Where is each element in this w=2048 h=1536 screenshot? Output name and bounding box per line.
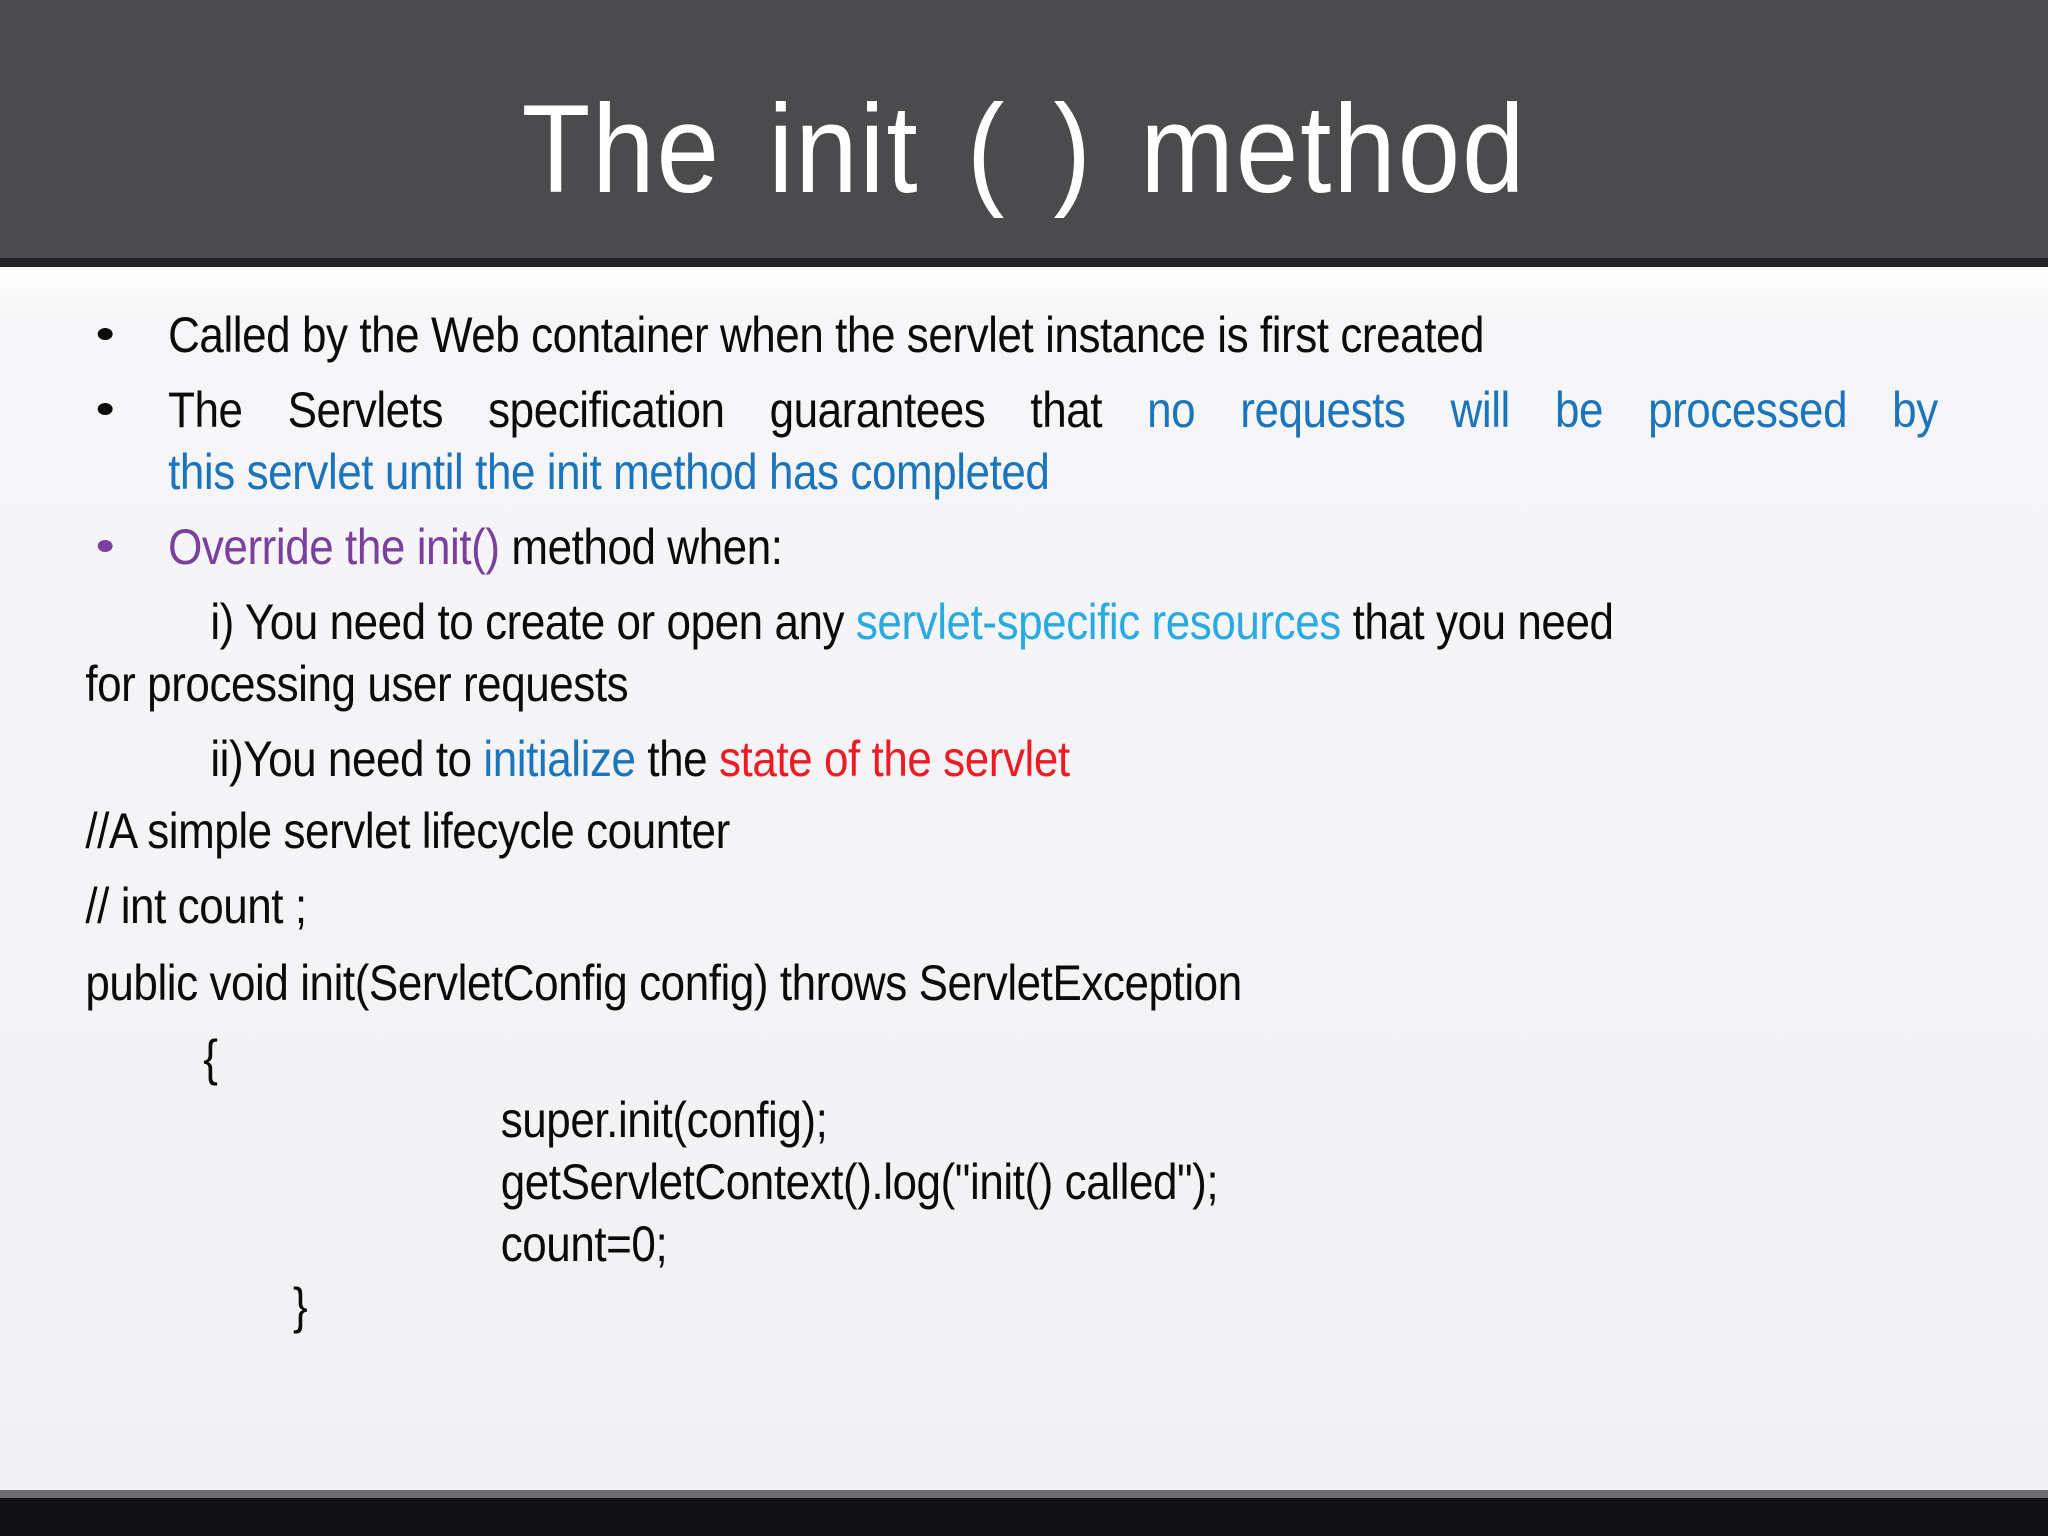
code-line: getServletContext().log("init() called")… [500,1154,1219,1210]
text-run: Called by the Web container when the ser… [168,307,1485,363]
text-run: The Servlets specification guarantees th… [168,382,1148,438]
slide-body: Called by the Web container when the ser… [0,270,2048,1490]
header-divider [0,258,2048,270]
bullet-item: Called by the Web container when the ser… [85,304,1937,366]
text-run: i) You need to create or open any [210,594,856,650]
text-run: Override the init() [168,519,500,575]
text-run: the [635,731,719,787]
code-line: public void init(ServletConfig config) t… [85,955,1242,1011]
code-line: super.init(config); [500,1092,828,1148]
bottom-bar [0,1490,2048,1536]
slide-header: The init ( ) method [0,0,2048,258]
text-run: ii)You need to [210,731,484,787]
comment-line: //A simple servlet lifecycle counter [85,803,730,859]
text-run: initialize [483,731,636,787]
code-line: } [293,1278,308,1334]
bullet-item: The Servlets specification guarantees th… [85,379,1938,441]
text-run: method when: [499,519,783,575]
code-block: { super.init(config); getServletContext(… [85,1027,1937,1337]
paragraph: i) You need to create or open any servle… [85,591,1937,653]
text-run: servlet-specific resources [855,594,1341,650]
text-column: Called by the Web container when the ser… [0,304,2048,1337]
paragraph: ii)You need to initialize the state of t… [85,728,1937,790]
paragraph: this servlet until the init method has c… [168,444,1050,500]
text-run: that you need [1340,594,1614,650]
bullet-icon [97,328,113,340]
code-line: count=0; [500,1216,668,1272]
text-run: state of the servlet [718,731,1070,787]
slide-title: The init ( ) method [521,80,1527,219]
bullet-icon [97,540,113,552]
code-line: { [203,1030,218,1086]
bullet-item: Override the init() method when: [85,516,1937,578]
comment-line: // int count ; [85,878,307,934]
text-run: no requests will be processed by [1147,382,1938,438]
paragraph: for processing user requests [85,656,629,712]
bullet-icon [97,403,113,415]
